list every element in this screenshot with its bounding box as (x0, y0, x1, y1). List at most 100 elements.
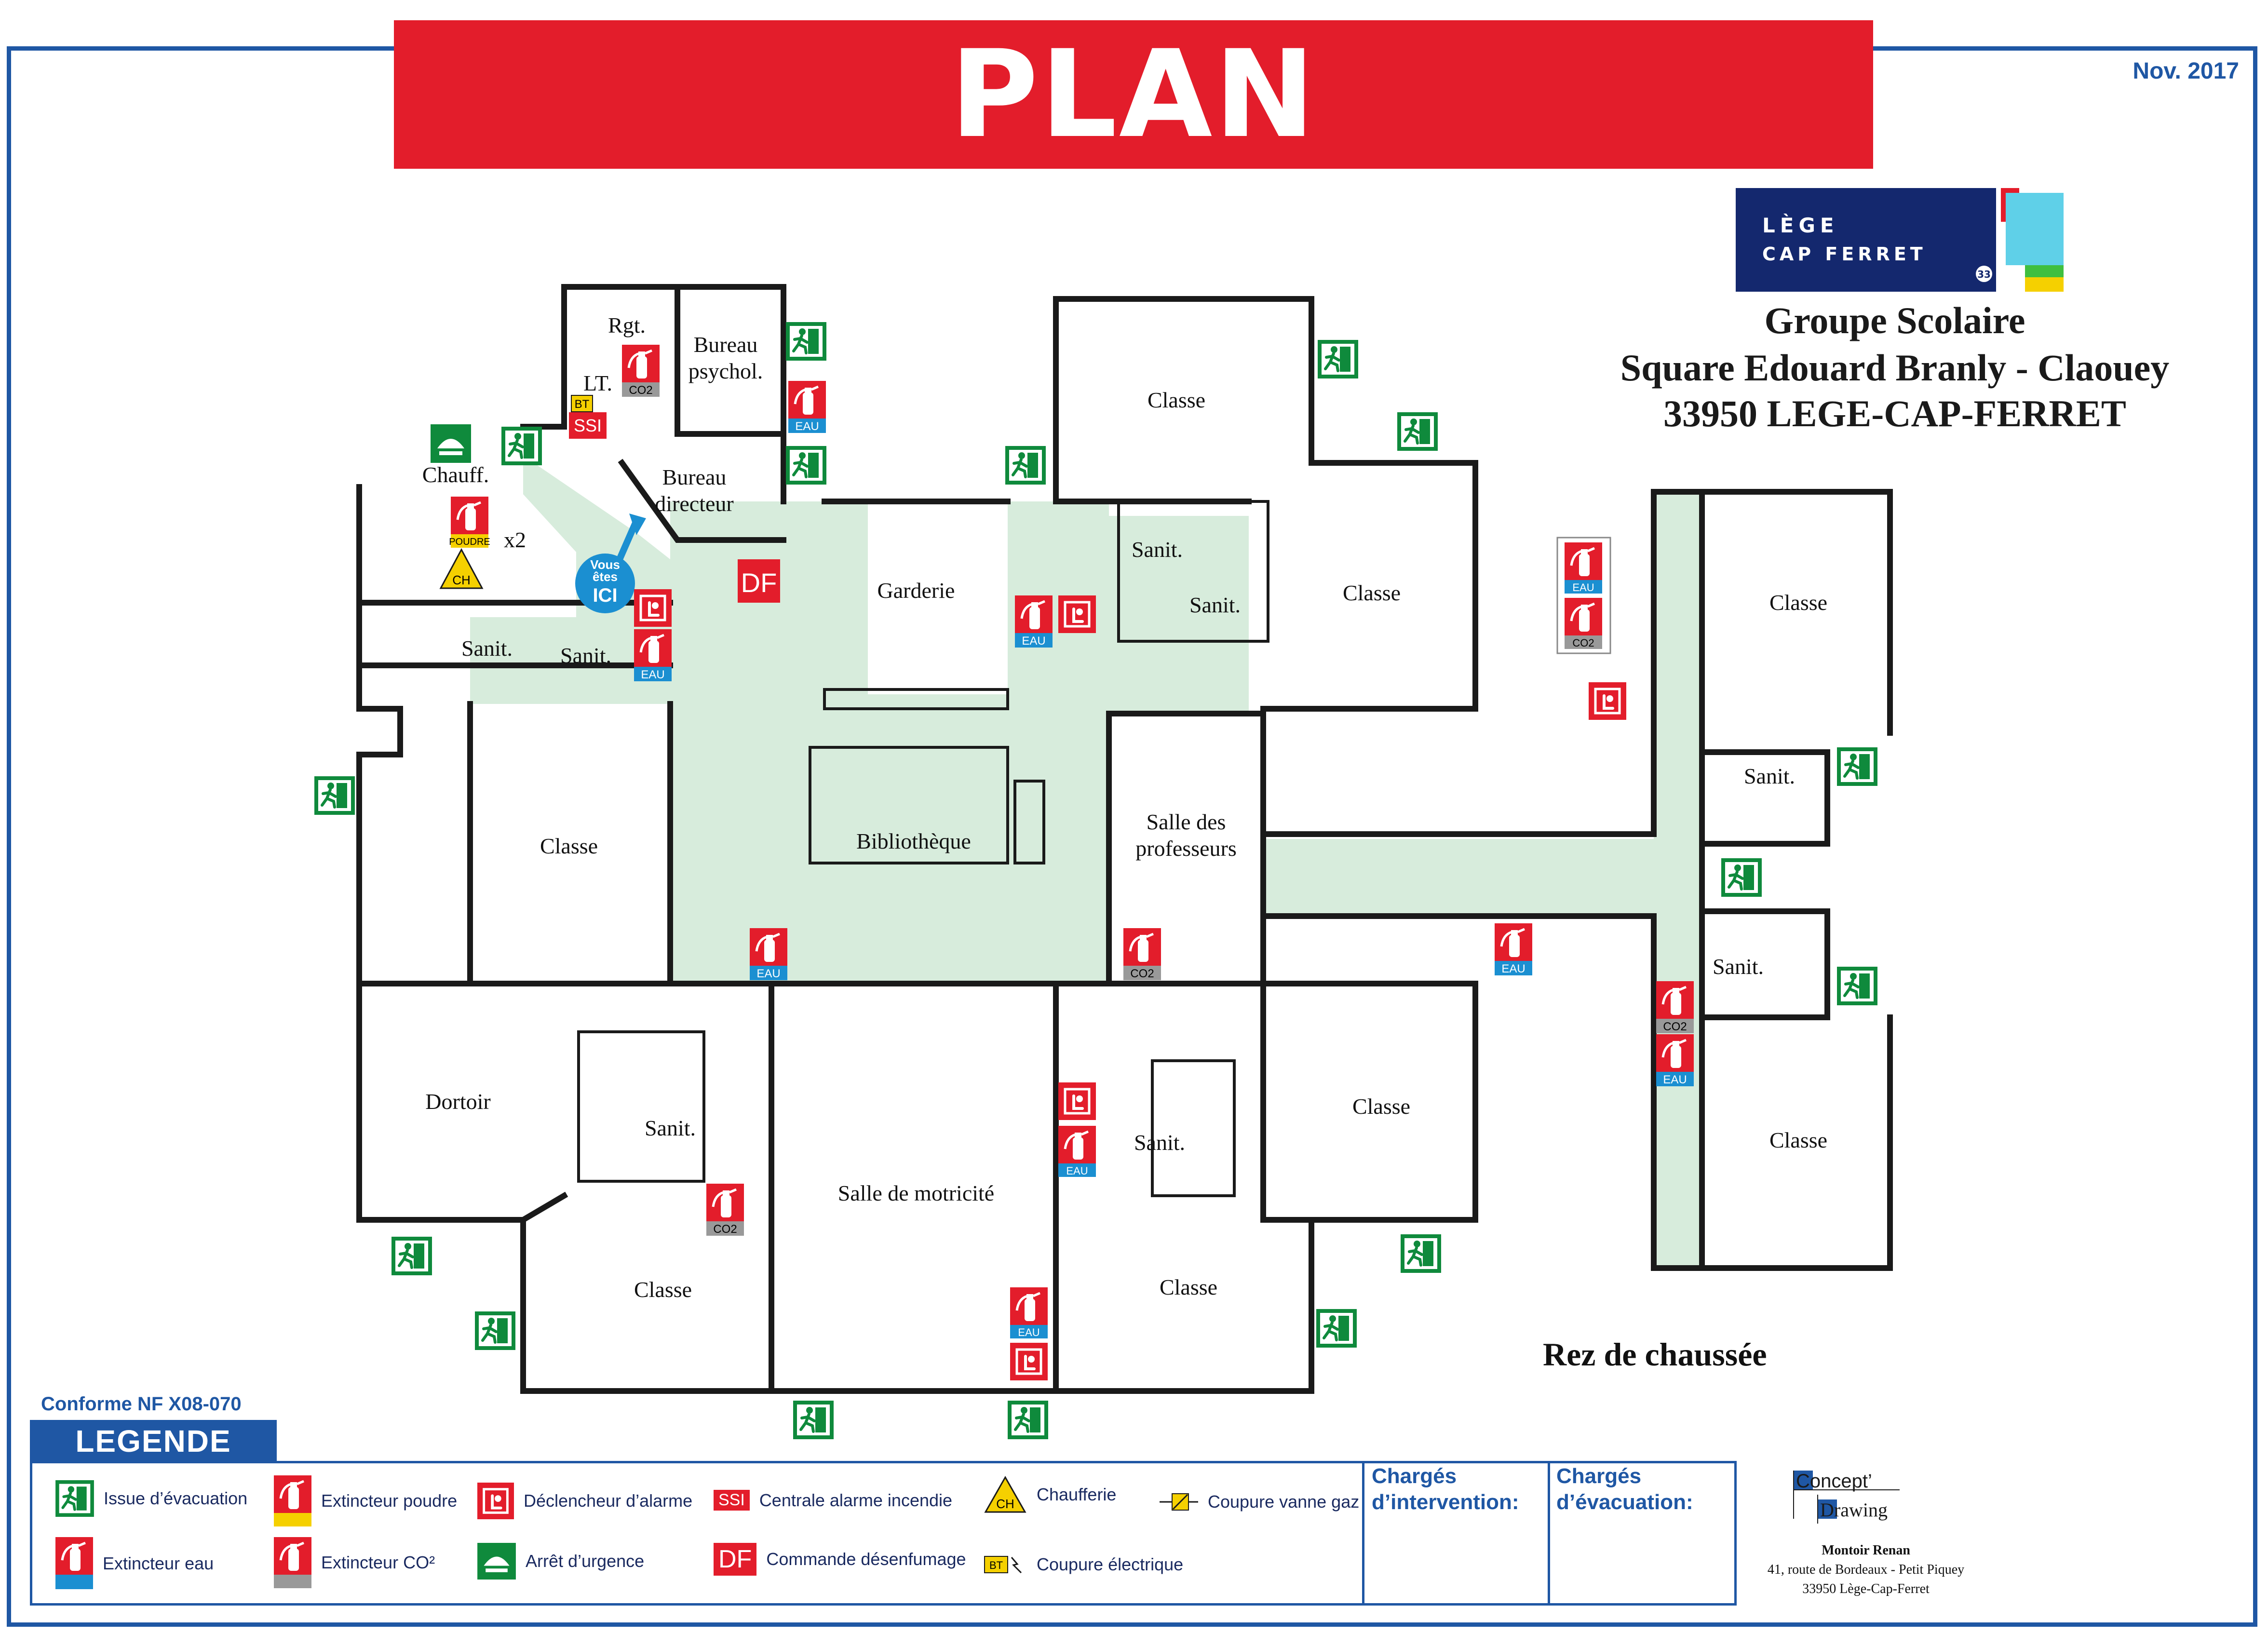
legend-divider (1362, 1463, 1364, 1604)
legend-divider (1548, 1463, 1550, 1604)
date-label: Nov. 2017 (2133, 58, 2239, 84)
room-sanit-5: Sanit. (1744, 764, 1795, 788)
page-title: PLAN D’INTERVENTION (394, 20, 1873, 313)
room-classe-8: Classe (1160, 1275, 1217, 1299)
credit-address: 41, route de Bordeaux - Petit Piquey (1767, 1562, 1965, 1577)
credit-city: 33950 Lège-Cap-Ferret (1802, 1581, 1930, 1596)
school-city: 33950 LEGE-CAP-FERRET (1663, 392, 2126, 434)
room-dortoir: Dortoir (425, 1089, 490, 1114)
ext-x2-label: x2 (504, 527, 526, 552)
legend-item-df: DF Commande désenfumage (714, 1543, 966, 1576)
exit-icon (1316, 1309, 1357, 1348)
alarm-trigger-icon (1058, 1082, 1096, 1120)
extinguisher-eau-icon (788, 381, 826, 419)
exit-icon (501, 427, 542, 465)
legend-item-gas-cut: Coupure vanne gaz (1160, 1490, 1359, 1514)
legend-item-chaufferie: CH Chaufferie (984, 1475, 1116, 1514)
ch-marker (439, 548, 484, 589)
extinguisher-co2-icon (622, 345, 660, 382)
conformity-label: Conforme NF X08-070 (41, 1393, 242, 1415)
charges-intervention: Chargés d’intervention: (1372, 1464, 1519, 1514)
tag-eau: EAU (1572, 581, 1594, 594)
tag-eau: EAU (756, 967, 780, 980)
exit-icon (786, 322, 826, 361)
room-lt: LT. (583, 371, 612, 395)
room-classe-4: Classe (1769, 1128, 1827, 1152)
ch-label: CH (452, 573, 471, 587)
room-bibliotheque: Bibliothèque (856, 829, 971, 853)
room-sanit-1: Sanit. (461, 636, 513, 661)
room-bureau-psy-1: Bureau (694, 332, 758, 357)
legend-item-ext-co2: Extincteur CO² (274, 1537, 435, 1588)
logo-line1: LÈGE (1762, 213, 1839, 237)
emergency-stop-icon (431, 424, 471, 463)
room-sanit-2: Sanit. (560, 643, 611, 668)
extinguisher-co2-icon (1123, 928, 1161, 966)
room-salle-prof-1: Salle des (1147, 810, 1226, 834)
exit-icon (1397, 412, 1438, 451)
ssi-icon: SSI (714, 1490, 750, 1511)
exit-icon (392, 1237, 432, 1275)
tag-eau: EAU (1022, 635, 1045, 648)
legend-item-ssi: SSI Centrale alarme incendie (714, 1490, 952, 1511)
df-marker (738, 559, 780, 603)
room-sanit-7: Sanit. (645, 1116, 696, 1140)
floor-label: Rez de chaussée (1543, 1336, 1767, 1373)
school-address: Square Edouard Branly - Claouey (1620, 347, 2170, 389)
exit-icon (314, 776, 355, 815)
room-garderie: Garderie (878, 578, 955, 603)
tag-poudre: POUDRE (449, 537, 490, 547)
here-line3: ICI (593, 585, 617, 606)
you-are-here-marker: Vous êtes ICI (575, 513, 646, 613)
charges-evacuation: Chargés d’évacuation: (1556, 1464, 1693, 1514)
extinguisher-eau-icon (1495, 923, 1532, 961)
tag-eau: EAU (641, 668, 664, 681)
ssi-label: SSI (574, 416, 602, 435)
room-chauff: Chauff. (422, 462, 489, 487)
extinguisher-poudre-icon (274, 1475, 311, 1526)
extinguisher-co2-icon (1656, 981, 1694, 1019)
room-salle-prof-2: professeurs (1135, 836, 1237, 861)
alarm-trigger-icon (1058, 595, 1096, 633)
extinguisher-eau-icon (1015, 595, 1053, 633)
svg-text:CH: CH (996, 1497, 1014, 1511)
ssi-marker (569, 412, 607, 439)
chaufferie-icon: CH (984, 1475, 1026, 1513)
partitions (577, 500, 1269, 1197)
exit-icon (1837, 747, 1877, 786)
exit-icon (1008, 1401, 1048, 1439)
extinguisher-poudre-icon (451, 497, 488, 534)
exit-icon (1837, 967, 1877, 1005)
extinguisher-eau-icon (1656, 1034, 1694, 1072)
here-line2: êtes (593, 569, 618, 584)
concept-drawing-logo: Concept’ Drawing (1793, 1471, 1900, 1524)
exit-icon (1318, 340, 1358, 378)
tag-eau: EAU (1018, 1326, 1040, 1338)
bt-marker (571, 395, 593, 412)
extinguisher-eau-icon (1565, 542, 1602, 580)
alarm-trigger-icon (477, 1483, 514, 1519)
extinguisher-eau-icon (55, 1537, 93, 1589)
df-icon: DF (714, 1543, 757, 1576)
extinguisher-eau-icon (1010, 1287, 1048, 1325)
legend-item-ext-poudre: Extincteur poudre (274, 1475, 457, 1526)
room-classe-3: Classe (1769, 590, 1827, 615)
legend-item-exit: Issue d’évacuation (55, 1480, 247, 1517)
room-classe-6: Classe (634, 1277, 692, 1302)
school-name: Groupe Scolaire (1764, 299, 2025, 341)
alarm-trigger-icon (1010, 1343, 1048, 1380)
legend (30, 1461, 1737, 1606)
alarm-trigger-icon (634, 589, 672, 627)
room-classe-1: Classe (1148, 388, 1205, 412)
extinguisher-eau-icon (1058, 1126, 1096, 1163)
room-motricite: Salle de motricité (838, 1181, 994, 1205)
exit-icon (786, 446, 826, 485)
cd-line1: Concept’ (1796, 1471, 1872, 1492)
extinguisher-eau-icon (634, 629, 672, 667)
legend-item-emergency-stop: Arrêt d’urgence (477, 1543, 644, 1580)
exit-icon (475, 1311, 515, 1350)
tag-eau: EAU (795, 420, 819, 433)
exit-icon (1401, 1234, 1441, 1273)
tag-eau: EAU (1501, 962, 1525, 975)
